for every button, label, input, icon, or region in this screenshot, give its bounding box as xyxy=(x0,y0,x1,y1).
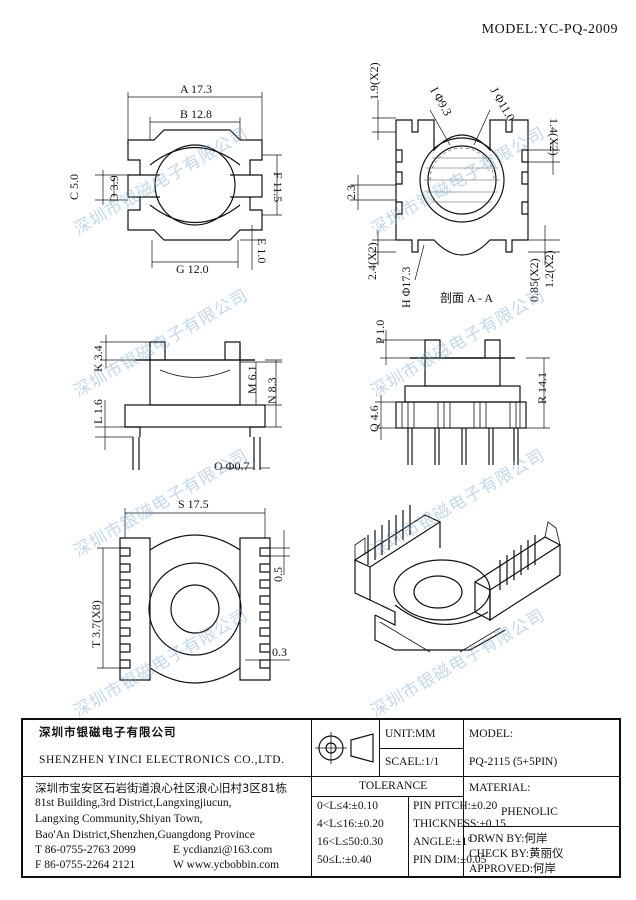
thickness: THICKNESS:±0.15 xyxy=(413,818,506,830)
view-bottom: S 17.5 T 3.7(X8) 0.5 0.3 xyxy=(89,497,290,684)
dim-p: P 1.0 xyxy=(373,320,387,344)
fax: F 86-0755-2264 2121 xyxy=(35,859,136,871)
tel: T 86-0755-2763 2099 xyxy=(35,844,136,856)
dim-1-2: 1.2(X2) xyxy=(542,250,556,288)
material-label: MATERIAL: xyxy=(469,782,531,794)
dim-0-85: 0.85(X2) xyxy=(527,258,541,302)
tolerance-row-2: 4<L≤16:±0.20 xyxy=(317,818,384,830)
check-by: CHECK BY:黄丽仪 xyxy=(469,848,564,860)
address-cn: 深圳市宝安区石岩街道浪心社区浪心旧村3区81栋 xyxy=(35,781,287,795)
dim-g: G 12.0 xyxy=(176,262,209,276)
dim-s: S 17.5 xyxy=(178,497,209,511)
dim-b: B 12.8 xyxy=(180,107,212,121)
dim-0-3: 0.3 xyxy=(272,645,287,659)
dim-1-4: 1.4(X2) xyxy=(547,118,561,156)
dim-0-5: 0.5 xyxy=(271,567,285,582)
model-value: PQ-2115 (5+5PIN) xyxy=(469,756,558,768)
tolerance-title: TOLERANCE xyxy=(359,780,428,792)
dim-d: D 3.9 xyxy=(107,175,121,202)
dim-k: K 3.4 xyxy=(91,345,105,372)
model-label: MODEL: xyxy=(469,728,514,740)
angle: ANGLE:±1° xyxy=(413,836,472,848)
view-top-left: A 17.3 B 12.8 C 5.0 D 3.9 F 11.5 G 12.0 … xyxy=(67,82,285,276)
drawn-by: DRWN BY:何岸 xyxy=(469,833,548,845)
address-en-1: 81st Building,3rd District,Langxingjiucu… xyxy=(35,797,232,809)
dim-h: H Φ17.3 xyxy=(399,267,413,308)
dim-q: Q 4.6 xyxy=(367,405,381,432)
address-en-3: Bao'An District,Shenzhen,Guangdong Provi… xyxy=(35,829,255,841)
email: E ycdianzi@163.com xyxy=(173,844,273,856)
view-side: P 1.0 Q 4.6 R 14.1 xyxy=(367,320,550,465)
unit-label: UNIT:MM xyxy=(385,728,436,740)
dim-a: A 17.3 xyxy=(180,82,212,96)
dim-2-3: 2.3 xyxy=(344,185,358,200)
pin-dim: PIN DIM:±0.05 xyxy=(413,854,487,866)
view-isometric xyxy=(353,505,561,653)
dim-t: T 3.7(X8) xyxy=(89,600,103,648)
projection-symbol-icon xyxy=(315,732,374,764)
tolerance-row-4: 50≤L:±0.40 xyxy=(317,854,372,866)
dim-f: F 11.5 xyxy=(271,172,285,202)
view-front: K 3.4 M 6.1 N 8.3 L 1.6 O Φ0.7 xyxy=(91,335,282,473)
dim-o: O Φ0.7 xyxy=(214,459,249,473)
address-en-2: Langxing Community,Shiyan Town, xyxy=(35,813,203,825)
tolerance-row-1: 0<L≤4:±0.10 xyxy=(317,800,378,812)
scale-label: SCAEL:1/1 xyxy=(385,756,440,768)
dim-1-9: 1.9(X2) xyxy=(367,62,381,100)
dim-r: R 14.1 xyxy=(535,372,549,404)
dim-l: L 1.6 xyxy=(91,399,105,424)
model-header: MODEL:YC-PQ-2009 xyxy=(481,22,618,37)
dim-m: M 6.1 xyxy=(245,365,259,394)
section-label: 剖面 A - A xyxy=(440,291,493,305)
website: W www.ycbobbin.com xyxy=(173,859,280,871)
company-name-cn: 深圳市银磁电子有限公司 xyxy=(39,725,177,739)
tolerance-row-3: 16<L≤50:0.30 xyxy=(317,836,384,848)
dim-j: J Φ11.0 xyxy=(487,85,518,124)
technical-drawing: A 17.3 B 12.8 C 5.0 D 3.9 F 11.5 G 12.0 … xyxy=(67,62,561,684)
title-block: 深圳市银磁电子有限公司 SHENZHEN YINCI ELECTRONICS C… xyxy=(21,718,621,878)
pin-pitch: PIN PITCH:±0.20 xyxy=(413,800,498,812)
company-name-en: SHENZHEN YINCI ELECTRONICS CO.,LTD. xyxy=(39,754,285,766)
dim-2-4: 2.4(X2) xyxy=(365,242,379,280)
dim-c: C 5.0 xyxy=(67,174,81,200)
material-value: PHENOLIC xyxy=(501,806,558,818)
approved-by: APPROVED:何岸 xyxy=(469,863,556,875)
dim-n: N 8.3 xyxy=(265,377,279,404)
dim-e: E 1.0 xyxy=(255,238,269,263)
